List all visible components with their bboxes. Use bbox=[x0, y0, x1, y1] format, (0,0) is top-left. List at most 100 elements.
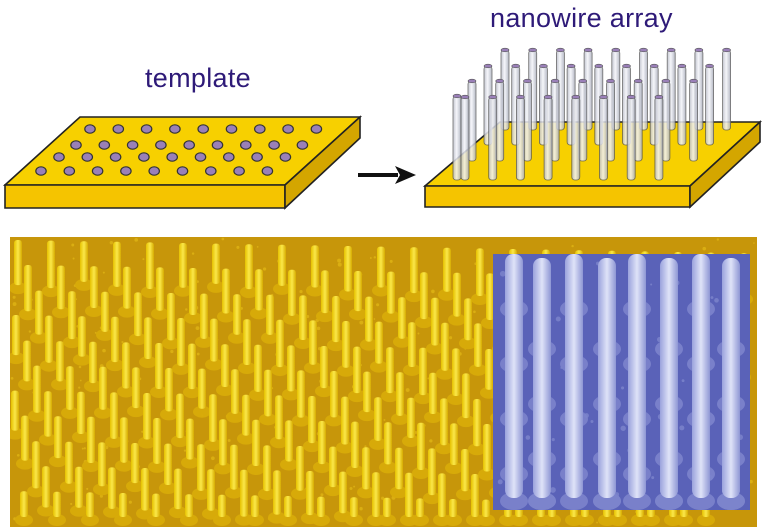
sem-wire-base bbox=[106, 359, 124, 372]
sem-wire-base bbox=[60, 480, 78, 493]
sem-wire-base bbox=[16, 457, 34, 470]
inset-wire bbox=[533, 478, 551, 498]
sem-wire-base bbox=[49, 455, 67, 468]
sem-wire bbox=[377, 246, 385, 288]
sem-wire-base bbox=[471, 293, 489, 306]
sem-wire bbox=[264, 369, 272, 417]
sem-wire bbox=[176, 393, 184, 439]
sem-wire bbox=[339, 471, 347, 514]
sem-wire-base bbox=[249, 388, 267, 401]
sem-wire bbox=[200, 293, 208, 339]
sem-wire bbox=[284, 496, 292, 517]
template-hole bbox=[138, 152, 150, 162]
sem-particle bbox=[405, 388, 410, 392]
nanowire-tip bbox=[622, 63, 631, 69]
sem-wire-base bbox=[346, 464, 364, 477]
sem-wire bbox=[80, 241, 88, 282]
inset-wire-base bbox=[560, 492, 588, 510]
template-hole bbox=[126, 140, 139, 150]
sem-wire bbox=[45, 315, 53, 363]
sem-particle bbox=[376, 303, 380, 307]
sem-wire-base bbox=[259, 413, 277, 426]
sem-particle bbox=[383, 418, 386, 421]
sem-wire bbox=[153, 418, 161, 464]
sem-wire-base bbox=[382, 310, 400, 323]
inset-wire-base bbox=[593, 492, 621, 510]
sem-wire-base bbox=[39, 433, 57, 446]
sem-wire bbox=[332, 296, 340, 343]
sem-wire bbox=[165, 368, 173, 412]
sem-wire-base bbox=[444, 514, 462, 526]
sem-wire-base bbox=[247, 463, 265, 476]
inset-wire-base bbox=[528, 492, 556, 510]
sem-particle bbox=[749, 479, 753, 484]
sem-wire bbox=[482, 499, 490, 517]
nanowire bbox=[654, 96, 664, 181]
nanowire-tip bbox=[606, 78, 615, 84]
sem-particle bbox=[16, 453, 20, 457]
sem-wire-base bbox=[336, 441, 354, 454]
sem-wire bbox=[210, 318, 218, 362]
sem-wire-base bbox=[108, 283, 126, 296]
sem-wire-base bbox=[183, 386, 201, 399]
sem-particle bbox=[353, 485, 356, 488]
sem-wire-base bbox=[324, 484, 342, 497]
sem-wire bbox=[14, 240, 22, 286]
sem-wire-base bbox=[403, 363, 421, 376]
sem-wire bbox=[396, 372, 404, 416]
sem-particle bbox=[195, 326, 200, 331]
inset-particle bbox=[590, 420, 594, 424]
nanowire bbox=[626, 96, 636, 181]
sem-wire-base bbox=[42, 285, 60, 298]
nanowire bbox=[689, 80, 698, 162]
nanowire bbox=[516, 96, 525, 181]
sem-wire bbox=[251, 495, 259, 517]
template-hole bbox=[279, 152, 292, 162]
sem-wire bbox=[395, 447, 403, 490]
sem-wire bbox=[387, 271, 395, 314]
nanowire-tip bbox=[661, 78, 671, 84]
sem-wire bbox=[372, 472, 380, 517]
template-hole bbox=[148, 166, 160, 176]
sem-particle bbox=[78, 386, 81, 389]
template-hole bbox=[120, 166, 132, 176]
sem-wire bbox=[20, 491, 28, 517]
sem-wire bbox=[276, 319, 284, 368]
sem-wire-base bbox=[415, 316, 433, 329]
sem-wire-base bbox=[115, 459, 133, 472]
sem-wire bbox=[374, 397, 382, 441]
sem-particle bbox=[142, 258, 145, 261]
sem-particle bbox=[373, 256, 377, 259]
sem-wire-base bbox=[159, 481, 177, 494]
sem-wire-base bbox=[117, 385, 135, 398]
template-hole bbox=[240, 140, 252, 150]
sem-wire-base bbox=[279, 514, 297, 526]
sem-wire-base bbox=[52, 306, 70, 319]
sem-wire-base bbox=[225, 486, 243, 499]
inset-particle bbox=[620, 425, 626, 431]
sem-wire bbox=[188, 343, 196, 390]
sem-wire-base bbox=[193, 405, 211, 418]
inset-particle bbox=[714, 298, 719, 303]
sem-wire bbox=[450, 423, 458, 465]
sem-wire bbox=[462, 373, 470, 419]
sem-particle bbox=[221, 237, 225, 241]
sem-particle bbox=[141, 430, 144, 433]
sem-particle bbox=[702, 246, 707, 251]
sem-particle bbox=[427, 377, 430, 380]
sem-wire bbox=[42, 466, 50, 508]
inset-particle bbox=[650, 283, 653, 286]
sem-wire-base bbox=[325, 414, 343, 427]
sem-wire-base bbox=[447, 393, 465, 406]
sem-wire bbox=[417, 422, 425, 471]
inset-wire bbox=[722, 478, 740, 498]
template-hole bbox=[109, 152, 122, 162]
sem-wire bbox=[99, 366, 107, 410]
sem-wire-base bbox=[303, 440, 321, 453]
template-hole bbox=[70, 140, 82, 150]
sem-wire-base bbox=[379, 461, 397, 474]
sem-wire bbox=[21, 415, 29, 461]
sem-wire-base bbox=[81, 514, 99, 526]
sem-wire bbox=[120, 417, 128, 463]
